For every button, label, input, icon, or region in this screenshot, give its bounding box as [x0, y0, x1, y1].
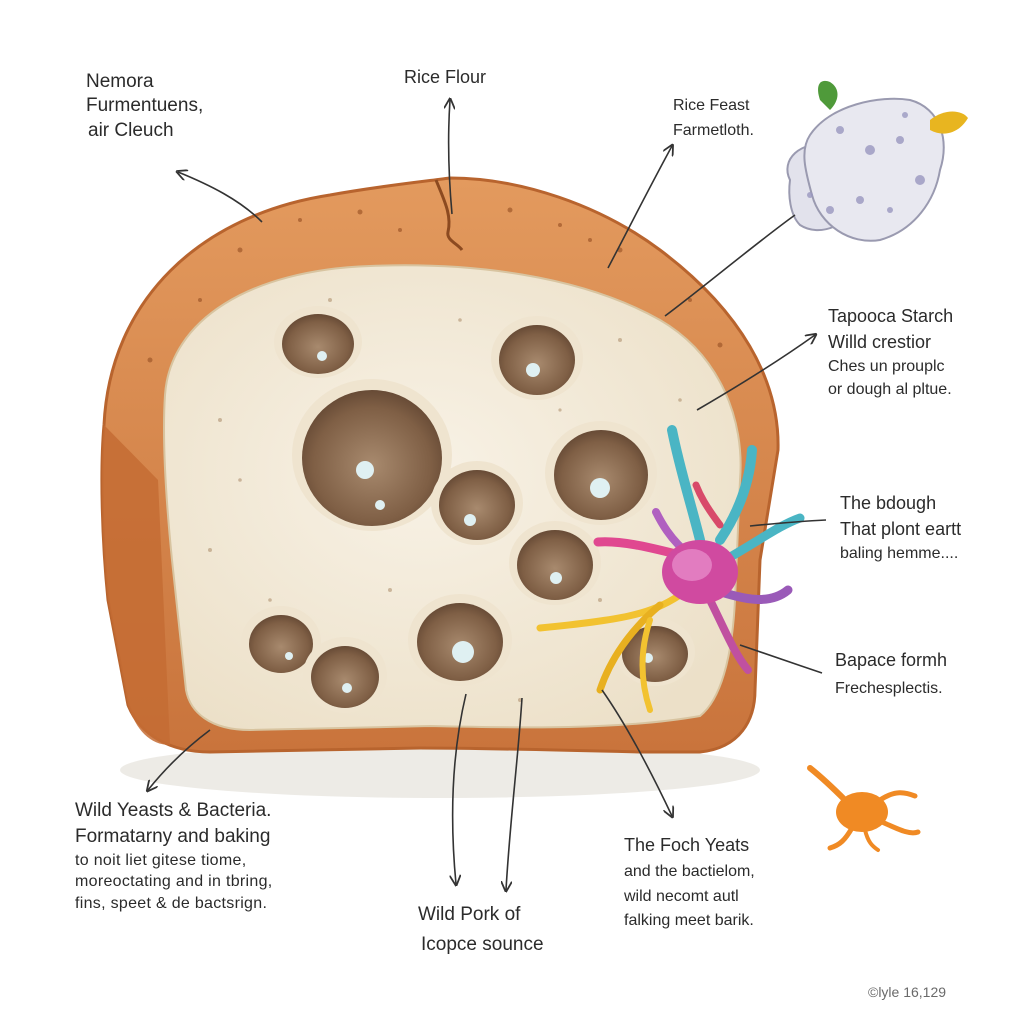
- air-pocket: [431, 461, 523, 545]
- arrow-dough: [749, 519, 827, 527]
- arrow-starch: [664, 214, 796, 317]
- label-tapioca-starch: Tapooca Starch Willd crestior Ches un pr…: [828, 306, 954, 399]
- label-wild-yeasts: Wild Yeasts & Bacteria. Formatarny and b…: [75, 800, 273, 913]
- arrow-bapace: [739, 644, 823, 674]
- arrow-foch: [601, 689, 672, 816]
- bread-crust-side: [101, 425, 170, 745]
- arrow-rice-feast: [607, 146, 672, 269]
- air-pocket: [408, 594, 512, 686]
- arrow-tapioca: [696, 335, 815, 411]
- label-dough: The bdough That plont eartt baling hemme…: [840, 493, 962, 563]
- callout-arrows: [148, 100, 827, 890]
- air-pocket: [615, 618, 695, 686]
- label-wild-pork: Wild Pork of Icopce sounce: [418, 904, 544, 956]
- air-pocket: [545, 421, 657, 525]
- air-pocket: [509, 521, 601, 605]
- crust-speckles: [147, 207, 723, 363]
- label-nemora: Nemora Furmentuens, air Cleuch: [86, 71, 204, 141]
- label-foch-yeats: The Foch Yeats and the bactielom, wild n…: [624, 835, 755, 930]
- air-pocket: [303, 637, 387, 713]
- copyright-text: ©lyle 16,129: [868, 984, 947, 1000]
- air-pocket: [292, 379, 452, 531]
- air-pocket: [274, 306, 362, 378]
- arrow-wild-yeasts: [148, 729, 211, 790]
- air-pocket: [491, 316, 583, 400]
- air-pocket: [241, 606, 321, 678]
- arrow-rice-flour: [449, 100, 452, 215]
- microbe-icon: [536, 425, 805, 713]
- bread-shadow: [120, 742, 760, 798]
- label-rice-feast: Rice Feast Farmetloth.: [673, 97, 754, 139]
- crumb-speckles: [208, 298, 702, 702]
- leaf-icon: [930, 111, 968, 134]
- arrow-wild-pork-left: [453, 693, 467, 884]
- arrow-wild-pork-right: [506, 697, 523, 890]
- label-bapace: Bapace formh Frechesplectis.: [835, 650, 948, 697]
- arrow-nemora: [178, 172, 263, 223]
- label-rice-flour: Rice Flour: [404, 67, 487, 87]
- starch-granule-icon: [786, 80, 968, 242]
- leaf-icon: [818, 80, 838, 110]
- small-microbe-icon: [807, 765, 921, 852]
- air-pockets: [241, 306, 695, 713]
- crust-crack: [434, 179, 464, 251]
